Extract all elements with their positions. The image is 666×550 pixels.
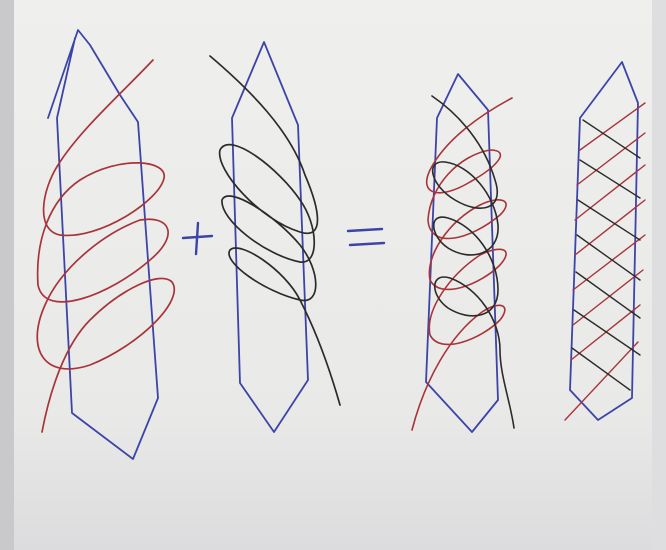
paper-right-edge — [652, 0, 666, 550]
paper-left-shadow — [0, 0, 14, 550]
